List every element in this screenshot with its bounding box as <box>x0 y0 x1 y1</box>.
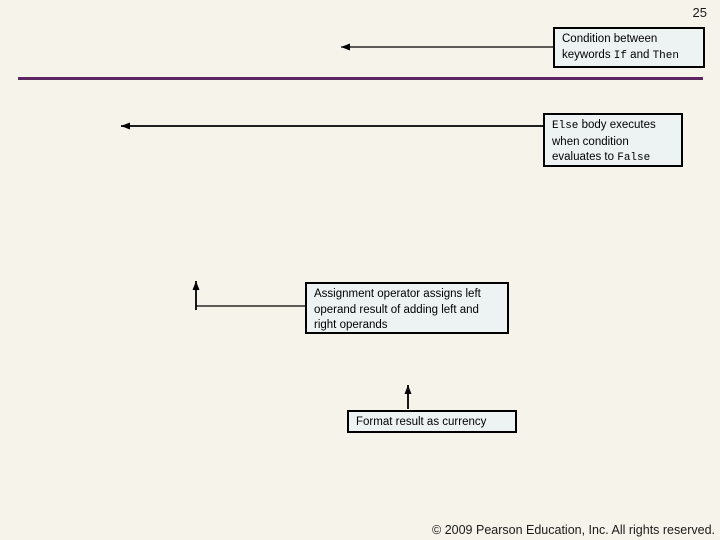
callout-line: operand result of adding left and <box>314 303 501 319</box>
callout-line: when condition <box>552 135 675 151</box>
callout-text: Assignment operator assigns left <box>314 288 481 300</box>
callout-text: right operands <box>314 319 388 331</box>
callout-else-body-executes: Else body executes when condition evalua… <box>543 113 683 167</box>
keyword-false: False <box>617 152 651 164</box>
callout-text: when condition <box>552 135 629 148</box>
divider-line <box>18 77 703 80</box>
callout-text: Format result as currency <box>356 416 487 428</box>
callout-assignment-operator: Assignment operator assigns left operand… <box>305 282 509 334</box>
callout-text: evaluates to <box>552 151 618 163</box>
page-number: 25 <box>692 5 707 20</box>
callout-text: and <box>626 48 653 61</box>
callout-condition-between-keywords: Condition between keywords If and Then <box>553 27 705 68</box>
callout-text: Condition between <box>562 33 658 45</box>
callout-text: body executes <box>578 119 656 131</box>
copyright-footer: © 2009 Pearson Education, Inc. All right… <box>432 523 715 537</box>
callout-line: Condition between <box>562 32 697 48</box>
callout-line: right operands <box>314 318 501 334</box>
callout-line: Else body executes <box>552 118 675 135</box>
keyword-then: Then <box>652 49 679 62</box>
callout-format-currency: Format result as currency <box>347 410 517 433</box>
callout-line: keywords If and Then <box>562 48 697 65</box>
callout-line: evaluates to False <box>552 150 675 167</box>
callout-text: operand result of adding left and <box>314 303 479 316</box>
keyword-if: If <box>613 49 627 62</box>
callout-line: Assignment operator assigns left <box>314 287 501 303</box>
keyword-else: Else <box>552 120 579 132</box>
callout-text: keywords <box>562 48 614 61</box>
